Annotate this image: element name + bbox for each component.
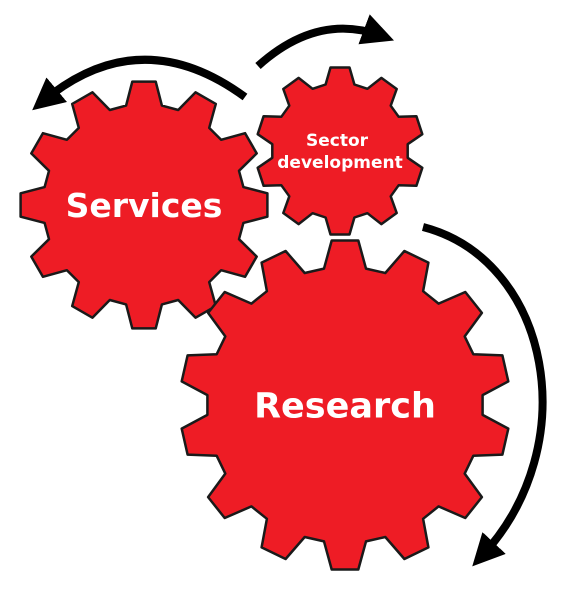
svg-text:Research: Research bbox=[254, 387, 436, 427]
arrow-right-down bbox=[421, 223, 547, 567]
gear-services-label: Services bbox=[66, 186, 223, 225]
gear-sector-development-label-line-2: development bbox=[277, 153, 402, 173]
gear-services-body bbox=[19, 80, 269, 330]
gear-sector-development: Sector development bbox=[256, 66, 424, 236]
gear-sector-development-label-line-1: Sector bbox=[306, 131, 369, 151]
svg-text:Services: Services bbox=[66, 186, 223, 225]
arrow-services-left bbox=[32, 55, 248, 111]
svg-text:Sector development: Sector development bbox=[277, 131, 402, 173]
arrow-top-right bbox=[255, 14, 394, 69]
gear-research-body bbox=[180, 239, 510, 571]
gear-research: Research bbox=[180, 239, 510, 571]
gear-sector-development-body bbox=[256, 66, 424, 236]
gear-services: Services bbox=[19, 80, 269, 330]
gear-research-label: Research bbox=[254, 387, 436, 427]
